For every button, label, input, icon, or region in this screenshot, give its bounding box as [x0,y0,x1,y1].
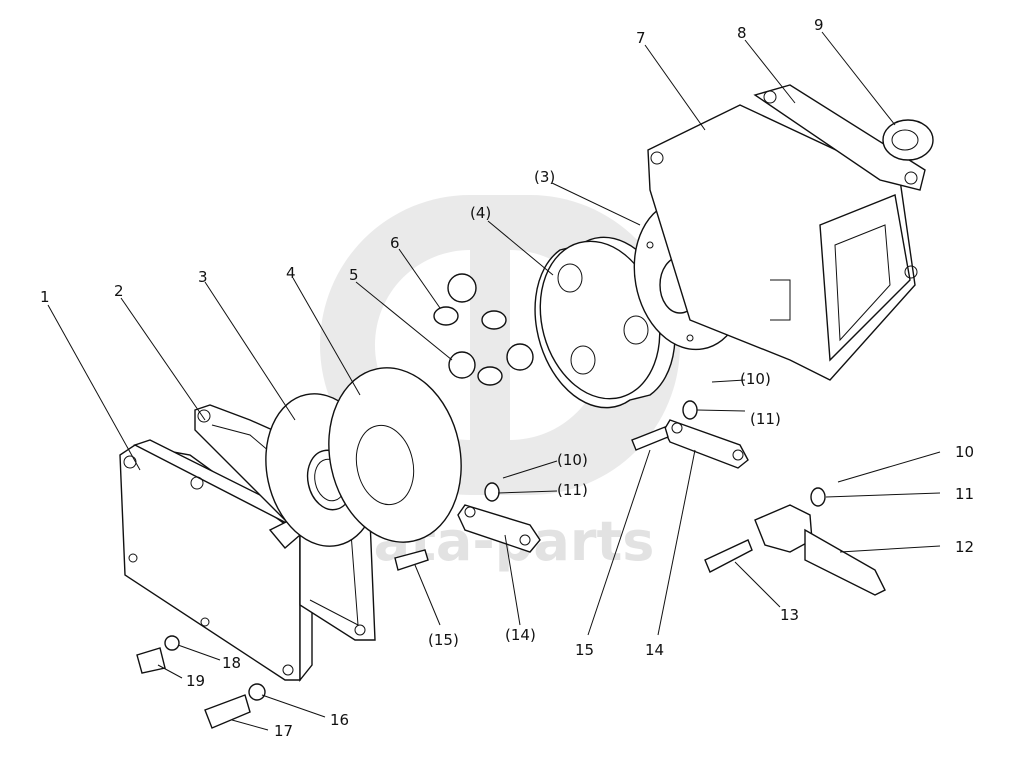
friction-disc [328,367,462,543]
clevis-pin [704,539,753,573]
callout-18: 18 [222,654,241,672]
washer-left [484,482,500,502]
pin-left [394,549,429,571]
seal-ring [882,119,934,161]
callout-17: 17 [274,722,293,740]
callout-2: 2 [114,282,124,300]
bolt-small [136,635,180,674]
callout-11-ref-left: (11) [557,481,588,499]
callout-4: 4 [286,264,296,282]
washer-far-right [810,487,826,507]
callout-11-ref-right: (11) [750,410,781,428]
link-arm-left [457,504,541,553]
callout-1: 1 [40,288,50,306]
link-arm-right [663,419,749,469]
callout-14-ref: (14) [505,626,536,644]
callout-7: 7 [636,29,646,47]
springs [433,306,507,386]
leader-lines [47,31,941,731]
callout-11: 11 [955,485,974,503]
washer-right [682,400,698,420]
callout-16: 16 [330,711,349,729]
bolt-large [204,683,266,729]
callout-10-ref-right: (10) [740,370,771,388]
callout-19: 19 [186,672,205,690]
callout-15: 15 [575,641,594,659]
callout-5: 5 [349,266,359,284]
callout-12: 12 [955,538,974,556]
callout-15-ref: (15) [428,631,459,649]
callout-3: 3 [198,268,208,286]
callout-6: 6 [390,234,400,252]
callout-14: 14 [645,641,664,659]
callout-4-ref: (4) [470,204,491,222]
yoke-shaft [754,504,886,596]
callout-10: 10 [955,443,974,461]
callout-8: 8 [737,24,747,42]
callout-13: 13 [780,606,799,624]
steel-balls [447,273,534,379]
callout-9: 9 [814,16,824,34]
callout-10-ref-left: (10) [557,451,588,469]
callout-3-ref: (3) [534,168,555,186]
pin-right [631,426,669,451]
gear-housing [647,84,926,381]
